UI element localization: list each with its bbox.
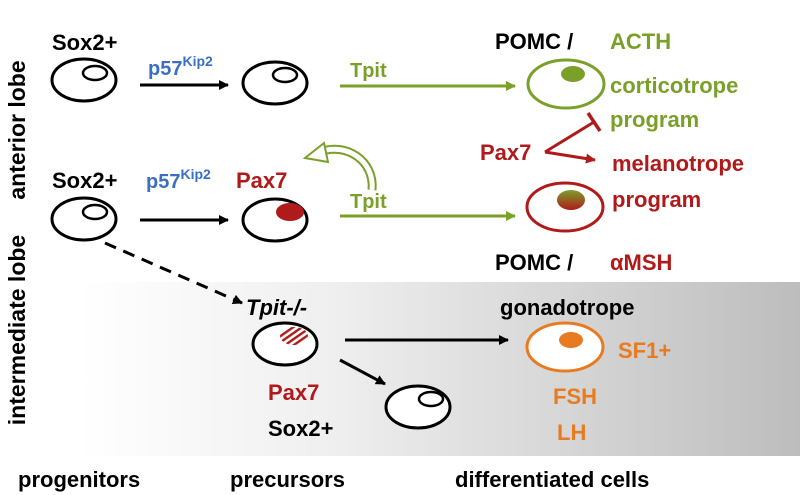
melanotrope-cell bbox=[525, 181, 605, 233]
sox2-mid-label: Sox2+ bbox=[52, 168, 117, 193]
progenitor-cell-top bbox=[50, 57, 118, 103]
p57-mid-label: p57Kip2 bbox=[146, 166, 211, 193]
tpit-ko-label: Tpit-/- bbox=[246, 295, 307, 320]
side-label-anterior: anterior lobe bbox=[4, 60, 30, 199]
progenitors-label: progenitors bbox=[18, 467, 140, 492]
pax7-low-label: Pax7 bbox=[268, 380, 319, 405]
side-label-intermediate: intermediate lobe bbox=[4, 235, 30, 425]
sf1-label: SF1+ bbox=[618, 338, 671, 363]
tpit-mid-label: Tpit bbox=[350, 191, 387, 213]
gray-background-region bbox=[80, 282, 800, 456]
gonadotrope-cell bbox=[525, 321, 605, 373]
pomc-bottom-label: POMC / bbox=[495, 250, 573, 275]
activation-arrow bbox=[544, 150, 596, 164]
pax7-precursor-cell bbox=[241, 197, 309, 243]
self-renewal-arrow bbox=[318, 144, 377, 191]
corticotrope-program-label: program bbox=[610, 107, 699, 132]
p57-top-label: p57Kip2 bbox=[148, 53, 213, 80]
sox2-top-label: Sox2+ bbox=[52, 30, 117, 55]
sox2-low-label: Sox2+ bbox=[268, 416, 333, 441]
dashed-arrow-tpit-ko bbox=[104, 241, 243, 305]
arrow-to-sox2-cell bbox=[339, 358, 386, 386]
inhibition-line bbox=[544, 120, 595, 154]
pomc-top-label: POMC / bbox=[495, 29, 573, 54]
tpit-top-label: Tpit bbox=[350, 60, 387, 82]
inhibition-bar bbox=[586, 112, 602, 132]
amsh-label: αMSH bbox=[610, 250, 672, 275]
pax7-mid-label: Pax7 bbox=[236, 168, 287, 193]
precursors-label: precursors bbox=[230, 467, 345, 492]
differentiated-cells-label: differentiated cells bbox=[455, 467, 649, 492]
self-renewal-arrowhead bbox=[302, 141, 330, 164]
pax7-branch-label: Pax7 bbox=[480, 140, 531, 165]
fsh-label: FSH bbox=[553, 384, 597, 409]
acth-label: ACTH bbox=[610, 29, 671, 54]
melanotrope-label: melanotrope bbox=[612, 151, 744, 176]
sox2-retained-cell bbox=[384, 384, 452, 430]
lh-label: LH bbox=[557, 420, 586, 445]
corticotrope-label: corticotrope bbox=[610, 73, 738, 98]
progenitor-cell-mid bbox=[50, 196, 118, 242]
gonadotrope-label: gonadotrope bbox=[500, 295, 634, 320]
melanotrope-program-label: program bbox=[612, 187, 701, 212]
corticotrope-cell bbox=[526, 58, 606, 110]
tpit-ko-precursor-cell bbox=[251, 321, 319, 367]
precursor-cell-top bbox=[241, 60, 309, 106]
self-renewal-arrow-inner bbox=[319, 146, 375, 191]
